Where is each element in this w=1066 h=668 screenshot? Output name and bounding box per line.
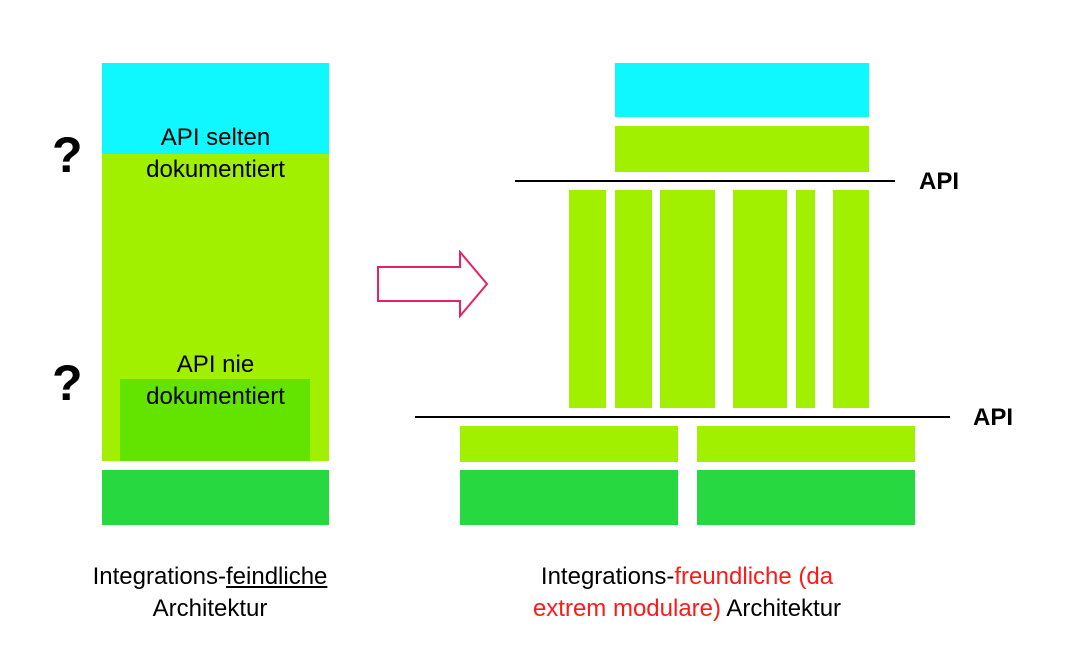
right-bottom-block-left	[460, 470, 678, 525]
api-top-label: API	[919, 168, 960, 195]
right-caption-red1: freundliche (da	[674, 563, 834, 590]
right-lower-block-left	[460, 426, 678, 462]
api-never-line1: API nie	[176, 351, 255, 378]
api-rarely-line2: dokumentiert	[146, 156, 285, 183]
right-second-layer	[615, 126, 869, 172]
api-top-line	[515, 180, 895, 182]
right-caption-prefix: Integrations-	[540, 563, 675, 590]
module-column-1	[569, 190, 606, 408]
right-caption-line1: Integrations-freundliche (da	[487, 561, 887, 593]
right-top-layer	[615, 63, 869, 117]
right-lower-block-right	[697, 426, 915, 462]
api-never-documented-label: API nie dokumentiert	[102, 349, 329, 413]
api-rarely-line1: API selten	[160, 124, 271, 151]
right-bottom-block-right	[697, 470, 915, 525]
right-caption: Integrations-freundliche (da extrem modu…	[487, 561, 887, 625]
left-bottom-layer	[102, 470, 329, 525]
left-top-layer	[102, 63, 329, 154]
module-column-2	[615, 190, 652, 408]
question-mark-bottom: ?	[52, 355, 83, 411]
api-rarely-documented-label: API selten dokumentiert	[102, 122, 329, 186]
api-bottom-line	[415, 416, 950, 418]
api-never-line2: dokumentiert	[146, 383, 285, 410]
module-column-3	[660, 190, 715, 408]
right-arrow-icon	[377, 250, 489, 319]
module-column-6	[833, 190, 869, 408]
question-mark-top: ?	[52, 127, 83, 183]
left-caption-line2: Architektur	[152, 595, 268, 622]
left-inner-layer	[120, 379, 310, 461]
right-caption-line2: extrem modulare) Architektur	[487, 593, 887, 625]
left-caption-line1: Integrations-feindliche	[60, 561, 360, 593]
left-caption-prefix: Integrations-	[92, 563, 226, 590]
right-caption-red2: extrem modulare)	[532, 595, 721, 622]
left-caption: Integrations-feindliche Architektur	[60, 561, 360, 625]
left-caption-emphasis: feindliche	[226, 563, 328, 590]
module-column-4	[733, 190, 787, 408]
right-caption-suffix: Architektur	[721, 595, 842, 622]
api-bottom-label: API	[973, 404, 1014, 431]
module-column-5	[796, 190, 815, 408]
